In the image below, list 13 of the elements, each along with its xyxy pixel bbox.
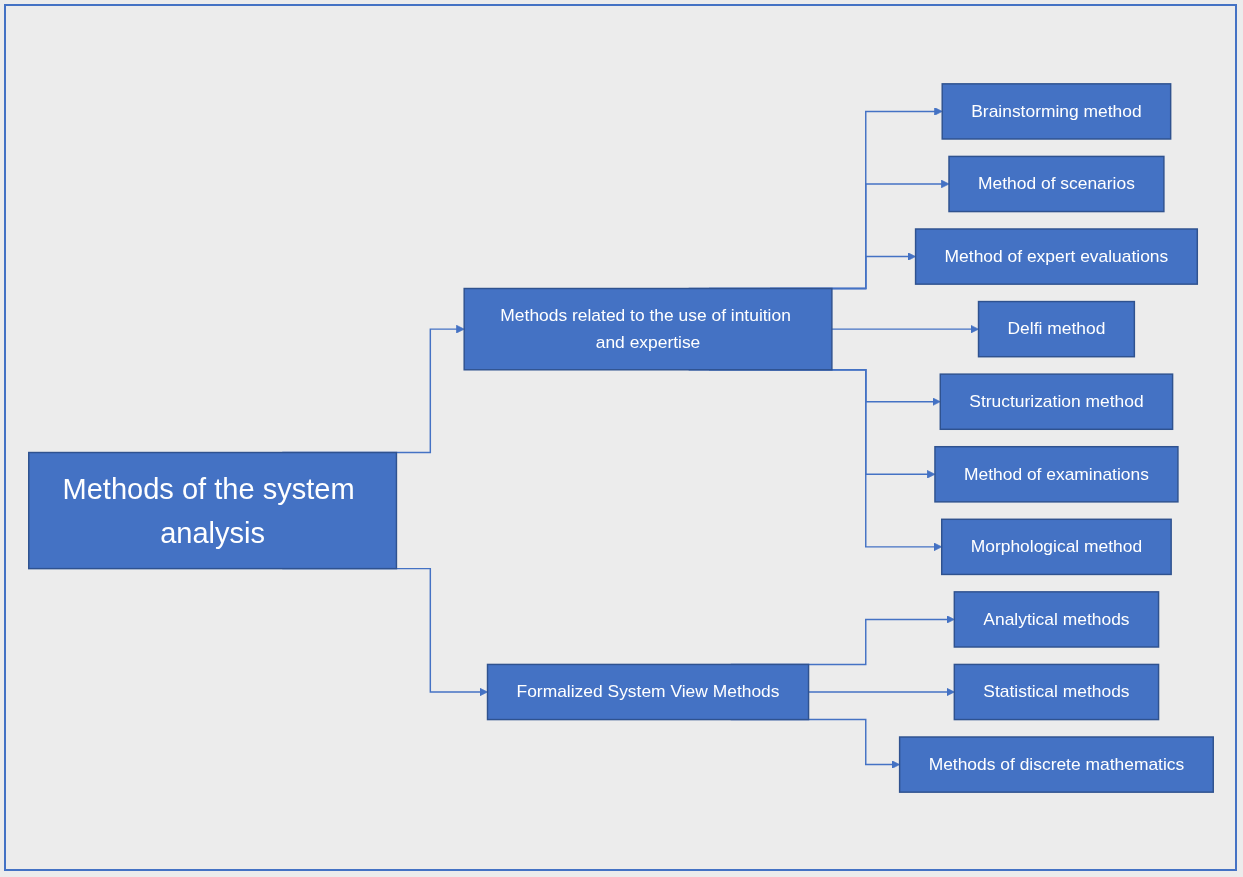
node-box: Structurization method: [939, 372, 1173, 430]
node-box: Statistical methods: [953, 663, 1159, 720]
node-box: Methods of the system analysis: [27, 451, 397, 569]
node-box: Method of examinations: [933, 445, 1179, 503]
node-box: Method of scenarios: [947, 155, 1165, 212]
node-box: Methods related to the use of intuition and expertise: [462, 287, 833, 370]
node-box: Delfi method: [977, 300, 1135, 357]
node-box: Method of expert evaluations: [914, 227, 1198, 285]
node-box: Methods of discrete mathematics: [898, 735, 1214, 793]
node-box: Morphological method: [940, 518, 1172, 575]
node-box: Formalized System View Methods: [486, 663, 809, 720]
node-box: Brainstorming method: [941, 82, 1171, 140]
node-box: Analytical methods: [953, 590, 1159, 648]
